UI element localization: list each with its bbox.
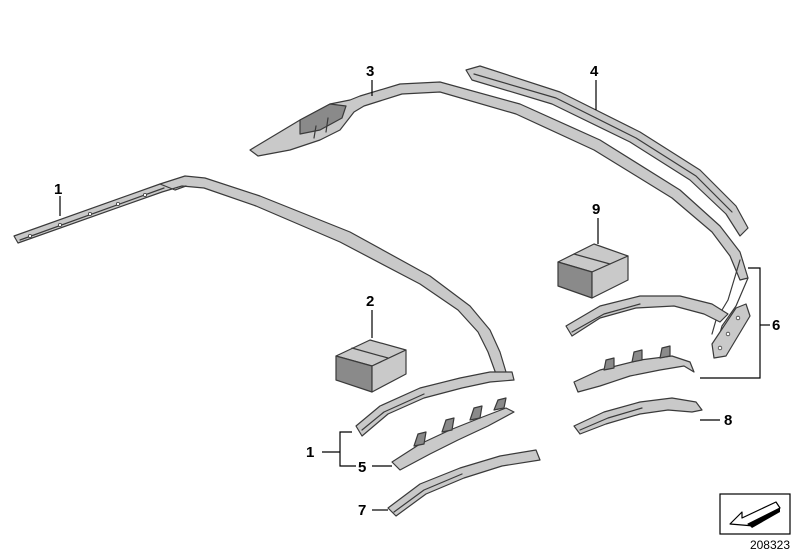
part-6-bracket [711, 303, 751, 359]
callout-1-top: 1 [54, 181, 62, 198]
callout-5: 5 [358, 459, 366, 476]
diagram-id: 208323 [749, 538, 790, 552]
part-6-lower-rail [573, 345, 695, 393]
part-7-seal [387, 449, 541, 517]
part-3-roof-channel [249, 81, 749, 341]
part-8-trim [573, 397, 703, 435]
leader-lines [59, 80, 770, 511]
part-2-foam-block [335, 339, 407, 393]
part-5-clip-strip [391, 397, 515, 471]
callout-6: 6 [772, 317, 780, 334]
part-4-roof-seal [465, 65, 749, 237]
part-1-lower-trim [355, 371, 515, 437]
callout-1-bottom: 1 [306, 444, 314, 461]
part-6-upper-trim [565, 295, 729, 337]
arrow-icon [719, 493, 791, 535]
callout-9: 9 [592, 201, 600, 218]
part-9-foam-block [557, 243, 629, 299]
callout-2: 2 [366, 293, 374, 310]
callout-3: 3 [366, 63, 374, 80]
callout-7: 7 [358, 502, 366, 519]
callout-4: 4 [590, 63, 599, 80]
part-1-roof-frame [13, 175, 507, 375]
callout-8: 8 [724, 412, 732, 429]
